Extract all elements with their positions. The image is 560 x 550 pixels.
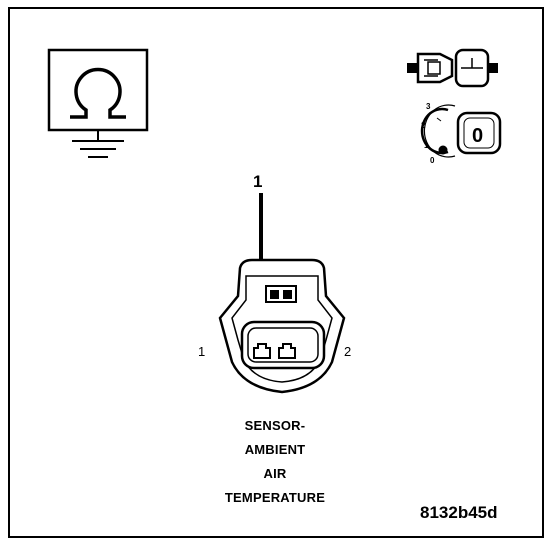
connector-pin-1	[253, 343, 271, 359]
pin-label-right: 2	[344, 344, 352, 359]
disconnected-connector-icon	[407, 48, 498, 88]
key-position-1: 1	[424, 141, 429, 150]
pin-label-left: 1	[198, 344, 206, 359]
connector-label-line-1: SENSOR-	[244, 418, 306, 433]
connector-pin-2	[278, 343, 296, 359]
key-current-position: 0	[472, 125, 483, 147]
connector-label-line-4: TEMPERATURE	[224, 490, 326, 505]
ohmmeter-icon	[47, 48, 149, 141]
ground-symbol-icon	[72, 140, 124, 158]
figure-code: 8132b45d	[420, 503, 498, 522]
ignition-key-icon	[420, 104, 502, 158]
key-position-0: 0	[430, 156, 435, 165]
connector-label-line-2: AMBIENT	[244, 442, 306, 457]
key-position-3: 3	[426, 102, 431, 111]
key-position-2: 2	[421, 121, 426, 130]
connector-label-line-3: AIR	[263, 466, 287, 481]
sensor-connector	[218, 258, 346, 394]
callout-number: 1	[253, 172, 263, 191]
